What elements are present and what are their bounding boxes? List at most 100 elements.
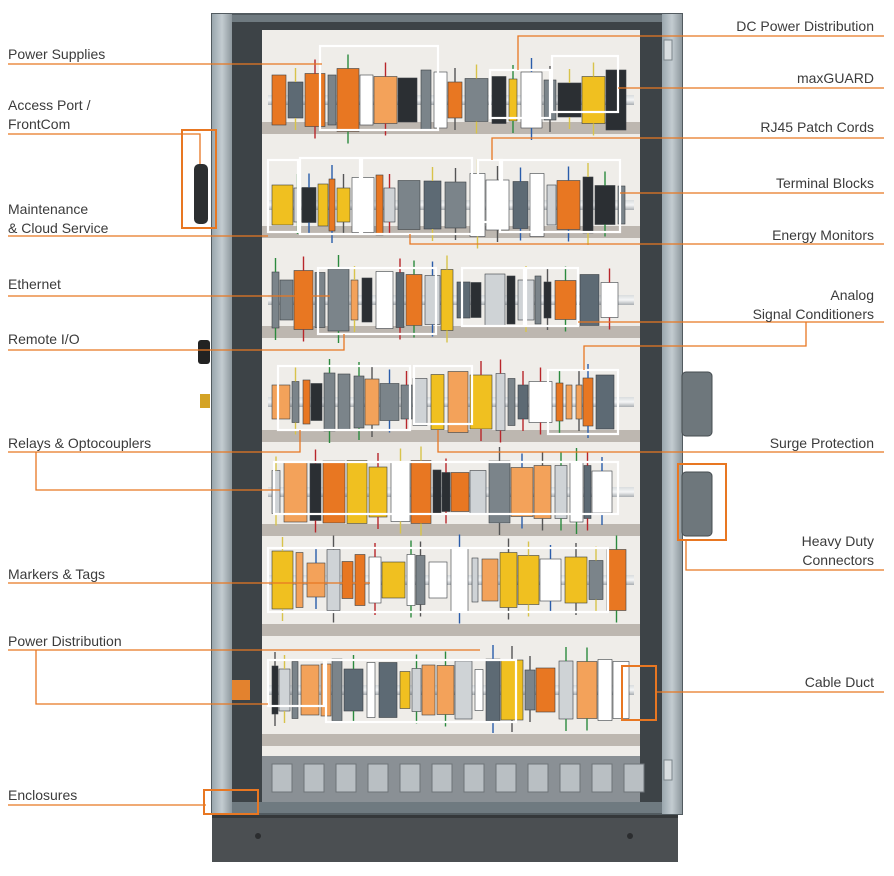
leader-line <box>517 35 884 70</box>
rail-module <box>575 384 583 420</box>
highlight-box <box>272 460 620 516</box>
gland-plate <box>367 763 389 793</box>
rail-module <box>336 187 351 223</box>
label-surge: Surge Protection <box>770 434 874 453</box>
rail-module <box>378 662 398 718</box>
label-rj45: RJ45 Patch Cords <box>760 118 874 137</box>
rail-module <box>499 552 518 608</box>
rail-module <box>556 180 581 230</box>
rail-module <box>421 664 436 716</box>
label-ethernet: Ethernet <box>8 275 61 294</box>
rail-module <box>432 469 442 515</box>
rail-module <box>576 661 598 719</box>
rail-module <box>454 660 473 720</box>
rail-module <box>605 69 627 131</box>
rail-module <box>600 282 619 318</box>
rail-module <box>301 187 317 223</box>
rail-module <box>507 378 516 426</box>
highlight-box <box>550 54 620 114</box>
rail-module <box>415 555 426 605</box>
rail-module <box>597 659 613 721</box>
rail-module <box>368 556 382 604</box>
rail-module <box>471 557 479 603</box>
label-line: Remote I/O <box>8 331 80 347</box>
rail-module <box>464 78 489 122</box>
rail-module <box>291 661 299 719</box>
label-dc-power: DC Power Distribution <box>736 17 874 36</box>
label-line: Analog <box>830 287 874 303</box>
rail-module <box>379 383 400 421</box>
heavy-connector <box>681 471 713 537</box>
rail-module <box>326 549 341 611</box>
highlight-box <box>276 364 412 432</box>
highlight-box <box>266 546 610 614</box>
rail-module <box>390 462 411 522</box>
rail-module <box>546 184 557 226</box>
leader-line <box>8 430 301 453</box>
rail-module <box>271 271 280 329</box>
rail-module <box>375 271 394 329</box>
rail-module <box>353 375 365 429</box>
rail-module <box>579 274 600 326</box>
rail-module <box>343 668 364 712</box>
gland-plate <box>559 763 581 793</box>
rail-module <box>406 554 416 606</box>
cable-clamp <box>232 680 250 700</box>
rail-module <box>323 372 336 432</box>
rail-module <box>383 187 396 223</box>
rail-module <box>364 378 380 426</box>
rail-module <box>506 275 516 325</box>
rail-module <box>594 185 616 225</box>
gland-plate <box>463 763 485 793</box>
gland-plate <box>623 763 645 793</box>
highlight-box <box>360 156 474 236</box>
rail-module <box>517 384 529 420</box>
rail-module <box>381 561 406 599</box>
rail-module <box>327 268 350 332</box>
label-energy-monitors: Energy Monitors <box>772 226 874 245</box>
rail-module <box>441 472 451 512</box>
rail-module <box>271 550 294 610</box>
label-line: Ethernet <box>8 276 61 292</box>
rail-module <box>405 274 423 326</box>
rail-module <box>495 373 506 431</box>
rail-module <box>558 660 574 720</box>
label-maxguard: maxGUARD <box>797 69 874 88</box>
label-access-port: Access Port / FrontCom <box>8 96 90 134</box>
rail-module <box>428 561 448 599</box>
label-line: Access Port / <box>8 97 91 113</box>
rail-module <box>430 374 445 430</box>
rail-module <box>304 73 326 127</box>
rail-module <box>554 465 568 519</box>
rail-module <box>300 664 320 716</box>
gland-plate <box>591 763 613 793</box>
highlight-box <box>546 368 620 436</box>
rail-module <box>279 279 294 321</box>
label-power-supplies: Power Supplies <box>8 45 105 64</box>
callout-highlight-box <box>677 463 727 541</box>
label-line: Energy Monitors <box>772 227 874 243</box>
rail-module <box>341 561 354 599</box>
rail-module <box>366 662 376 718</box>
gland-plate <box>495 763 517 793</box>
highlight-box <box>324 658 518 724</box>
cabinet-plinth <box>212 812 678 862</box>
rail-module <box>481 558 499 602</box>
rail-module <box>588 560 604 600</box>
label-analog: Analog Signal Conditioners <box>753 286 874 324</box>
label-line: Terminal Blocks <box>775 175 874 191</box>
leader-line <box>491 137 884 160</box>
rail-module <box>617 185 626 225</box>
label-line: FrontCom <box>8 116 71 132</box>
rail-module <box>591 470 613 514</box>
door-key <box>200 394 210 408</box>
rail-module <box>420 69 432 131</box>
rail-module <box>469 374 493 430</box>
rail-module <box>456 281 471 319</box>
rail-module <box>354 554 366 606</box>
rail-module <box>440 269 454 331</box>
highlight-box <box>488 68 552 120</box>
hinge <box>663 39 673 61</box>
highlight-box <box>316 266 438 336</box>
